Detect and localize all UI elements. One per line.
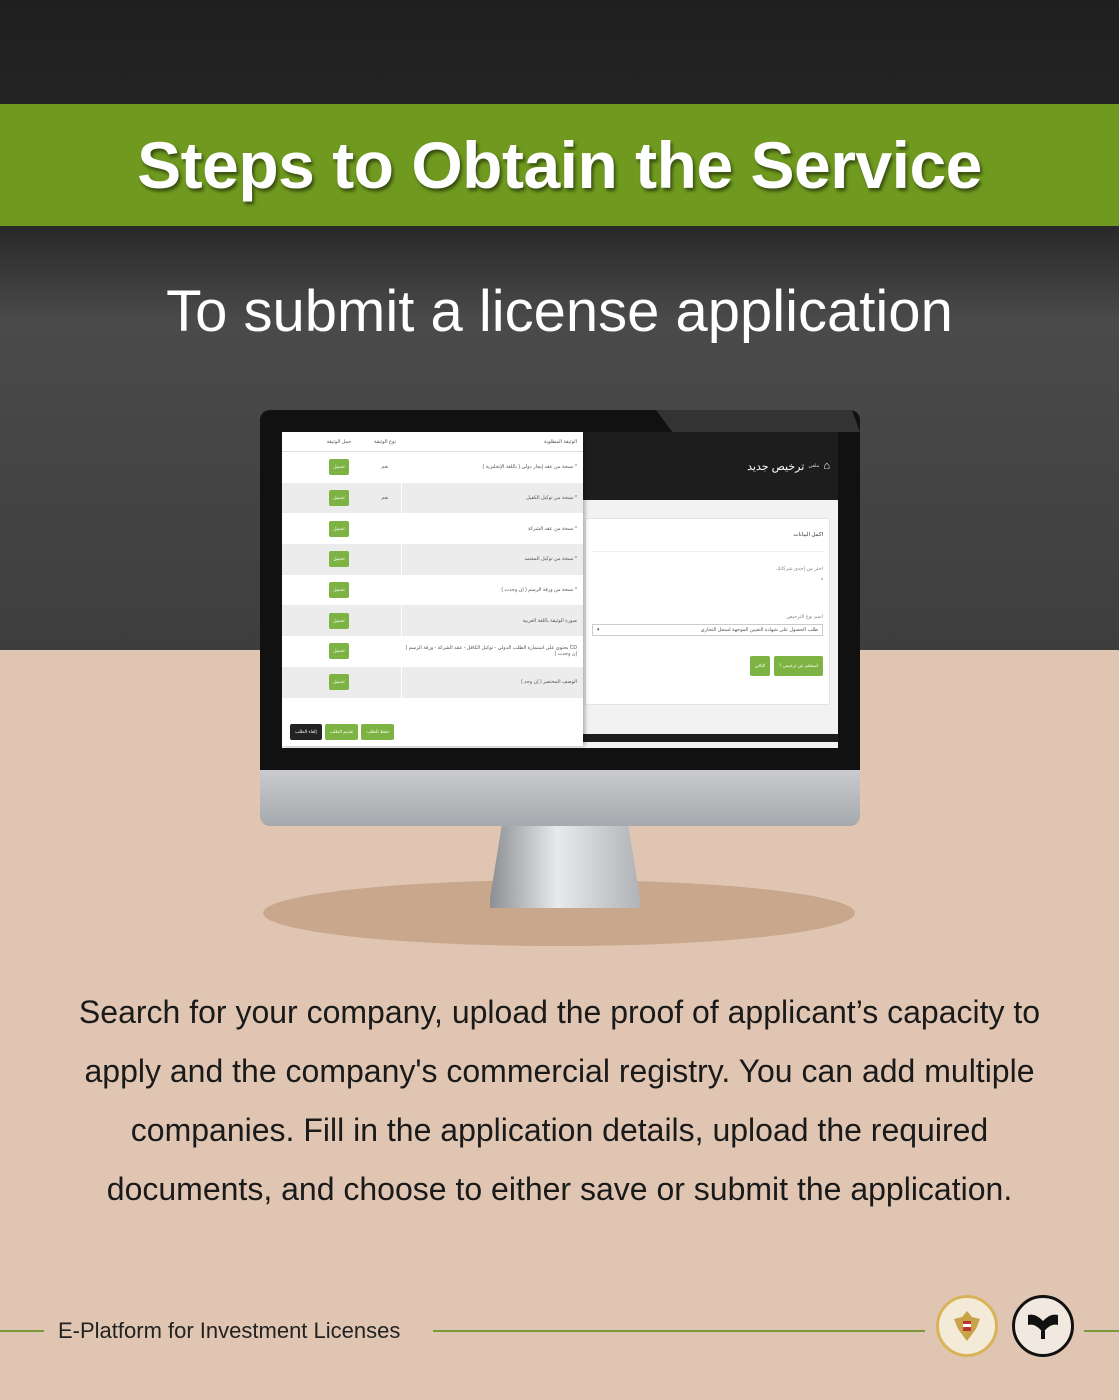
company-label: اختر من إحدى شركاتك <box>776 566 823 572</box>
document-name: * نسخة من ورقة الرسم ( إن وجدت ) <box>401 574 577 606</box>
divider <box>0 1330 44 1332</box>
table-row: * نسخة من ورقة الرسم ( إن وجدت ) تحميل <box>282 574 583 606</box>
upload-button[interactable]: تحميل <box>329 612 349 629</box>
document-name: * نسخة من عقد الشركة <box>401 513 577 545</box>
document-name: صورة الوثيقة باللغة العربية <box>401 605 577 637</box>
document-type: نعم <box>381 464 389 471</box>
save-request-button[interactable]: حفظ الطلب <box>361 724 395 740</box>
table-row: الوصف المختصر ( إن وجد ) تحميل <box>282 666 583 698</box>
table-header: الوثيقة المطلوبة نوع الوثيقة حمل الوثيقة <box>282 432 583 452</box>
title-banner: Steps to Obtain the Service <box>0 104 1119 226</box>
license-label: اسم نوع الترخيص <box>786 614 823 620</box>
page-title: Steps to Obtain the Service <box>137 128 982 202</box>
header-type: نوع الوثيقة <box>374 438 396 445</box>
table-row: * نسخة من عقد إيجار دولي ( باللغة الإنجل… <box>282 452 583 483</box>
document-name: الوصف المختصر ( إن وجد ) <box>401 666 577 698</box>
header-upload: حمل الوثيقة <box>326 438 352 445</box>
document-name: * نسخة من عقد إيجار دولي ( باللغة الإنجل… <box>401 452 577 483</box>
upload-button[interactable]: تحميل <box>329 582 349 599</box>
header-document: الوثيقة المطلوبة <box>401 432 577 451</box>
table-row: * نسخة من توكيل المعتمد تحميل <box>282 544 583 575</box>
upload-button[interactable]: تحميل <box>329 459 349 476</box>
table-row: صورة الوثيقة باللغة العربية تحميل <box>282 605 583 637</box>
panel-footer <box>583 734 838 742</box>
document-name: * نسخة من توكيل الكفيل <box>401 482 577 514</box>
new-license-panel: ⌂ ملفي ترخيص جديد اكمل البيانات اختر من … <box>583 432 838 748</box>
monitor-gloss <box>656 410 860 432</box>
upload-button[interactable]: تحميل <box>329 551 349 568</box>
ministry-logo <box>936 1295 998 1357</box>
upload-button[interactable]: تحميل <box>329 490 349 507</box>
submit-request-button[interactable]: تقديم الطلب <box>324 724 359 740</box>
breadcrumb: ⌂ ملفي ترخيص جديد <box>583 432 838 500</box>
inquire-license-button[interactable]: استعلم عن ترخيص ؟ <box>774 656 823 676</box>
document-name: * نسخة من توكيل المعتمد <box>401 544 577 575</box>
table-row: * نسخة من توكيل الكفيل نعم تحميل <box>282 482 583 514</box>
chevron-down-icon: ▾ <box>597 627 600 633</box>
card-title: اكمل البيانات <box>592 519 823 552</box>
subtitle: To submit a license application <box>166 279 953 344</box>
divider <box>1084 1330 1119 1332</box>
table-row: * نسخة من عقد الشركة تحميل <box>282 513 583 545</box>
documents-panel: الوثيقة المطلوبة نوع الوثيقة حمل الوثيقة… <box>282 432 583 746</box>
cancel-request-button[interactable]: إلغاء الطلب <box>290 724 322 740</box>
upload-button[interactable]: تحميل <box>329 674 349 691</box>
next-button[interactable]: التالي <box>749 656 771 676</box>
description: Search for your company, upload the proo… <box>78 994 1041 1207</box>
upload-button[interactable]: تحميل <box>329 520 349 537</box>
form-actions: إلغاء الطلب تقديم الطلب حفظ الطلب <box>290 724 395 740</box>
home-icon[interactable]: ⌂ <box>823 460 830 472</box>
breadcrumb-home[interactable]: ملفي <box>808 463 820 469</box>
monitor-chin <box>260 770 860 826</box>
monitor-stand <box>490 824 640 908</box>
breadcrumb-current: ترخيص جديد <box>747 460 805 473</box>
upload-button[interactable]: تحميل <box>329 643 349 660</box>
details-card: اكمل البيانات اختر من إحدى شركاتك * اسم … <box>585 518 830 705</box>
license-value: طلب الحصول على شهادة التعيين الموجهة لسج… <box>700 627 818 633</box>
document-name: CD يحتوي على استمارة الطلب الدولي - توكي… <box>401 636 577 667</box>
platform-name: E-Platform for Investment Licenses <box>58 1318 401 1343</box>
license-type-select[interactable]: طلب الحصول على شهادة التعيين الموجهة لسج… <box>592 624 823 636</box>
gafi-logo <box>1012 1295 1074 1357</box>
footer: E-Platform for Investment Licenses <box>0 1295 1119 1357</box>
divider <box>433 1330 925 1332</box>
company-select[interactable]: * <box>821 578 823 584</box>
monitor-screen: الوثيقة المطلوبة نوع الوثيقة حمل الوثيقة… <box>282 432 838 748</box>
document-type: نعم <box>381 495 389 502</box>
table-row: CD يحتوي على استمارة الطلب الدولي - توكي… <box>282 636 583 667</box>
